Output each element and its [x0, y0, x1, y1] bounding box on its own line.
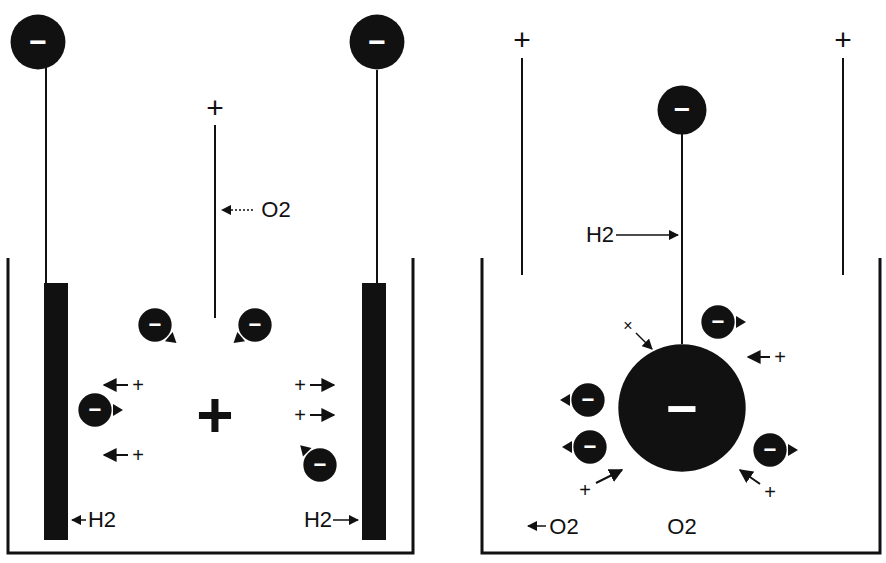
charge-label: + — [294, 375, 306, 395]
motion-arrowhead — [736, 316, 746, 328]
wire — [214, 125, 216, 318]
motion-arrow — [740, 470, 760, 484]
charge-sign: − — [584, 436, 597, 458]
charge-label: + — [294, 405, 306, 425]
leader-arrow — [72, 519, 86, 521]
terminal-circle: − — [10, 14, 66, 70]
motion-arrow — [310, 414, 334, 416]
ion-circle: − — [303, 448, 337, 482]
charge-label: + — [764, 482, 776, 502]
motion-arrow — [310, 384, 334, 386]
charge-label: + — [132, 445, 144, 465]
ion-circle: − — [238, 308, 272, 342]
gas-label: H2 — [586, 224, 614, 246]
charge-label: × — [623, 318, 632, 334]
charge-sign: − — [29, 27, 47, 57]
terminal-circle: − — [657, 85, 707, 135]
wire — [842, 58, 844, 275]
charge-sign: − — [666, 381, 698, 435]
terminal-circle: − — [349, 14, 405, 70]
ion-circle: − — [701, 305, 735, 339]
leader-arrow — [222, 209, 253, 211]
ion-circle: − — [138, 308, 172, 342]
motion-arrow — [104, 454, 128, 456]
charge-label: + — [513, 25, 531, 55]
charge-label: + — [206, 93, 224, 123]
charge-sign: − — [368, 27, 386, 57]
ion-circle: − — [753, 433, 787, 467]
charge-sign: − — [674, 96, 690, 124]
right-electrode — [362, 283, 386, 540]
leader-arrow — [333, 519, 358, 521]
charge-label: + — [834, 25, 852, 55]
gas-label: H2 — [304, 509, 332, 531]
ion-circle: − — [78, 393, 112, 427]
charge-sign: − — [89, 399, 102, 421]
left-tank — [8, 258, 413, 553]
charge-sign: − — [149, 314, 162, 336]
ion-circle: − — [571, 383, 605, 417]
wire — [45, 66, 47, 283]
motion-arrowhead — [560, 394, 570, 406]
motion-arrowhead — [113, 404, 123, 416]
charge-sign: − — [764, 439, 777, 461]
charge-label: + — [774, 347, 786, 367]
large-charged-particle: − — [617, 343, 747, 473]
ion-circle: − — [573, 430, 607, 464]
charge-sign: − — [249, 314, 262, 336]
gas-label: O2 — [261, 199, 290, 221]
charge-label: + — [196, 383, 233, 447]
charge-sign: − — [712, 311, 725, 333]
gas-label: O2 — [549, 516, 578, 538]
motion-arrow — [748, 356, 770, 358]
charge-sign: − — [314, 454, 327, 476]
motion-arrow — [104, 384, 128, 386]
left-electrode — [44, 283, 68, 540]
wire — [376, 70, 378, 283]
leader-arrow — [528, 525, 546, 527]
charge-label: + — [579, 480, 591, 500]
leader-arrow — [636, 333, 652, 349]
charge-sign: − — [582, 389, 595, 411]
motion-arrow — [596, 470, 622, 483]
leader-arrow — [616, 234, 678, 236]
gas-label: O2 — [667, 516, 696, 538]
wire — [681, 134, 683, 344]
charge-label: + — [132, 375, 144, 395]
motion-arrowhead — [562, 441, 572, 453]
wire — [521, 58, 523, 275]
motion-arrowhead — [788, 444, 798, 456]
gas-label: H2 — [88, 509, 116, 531]
